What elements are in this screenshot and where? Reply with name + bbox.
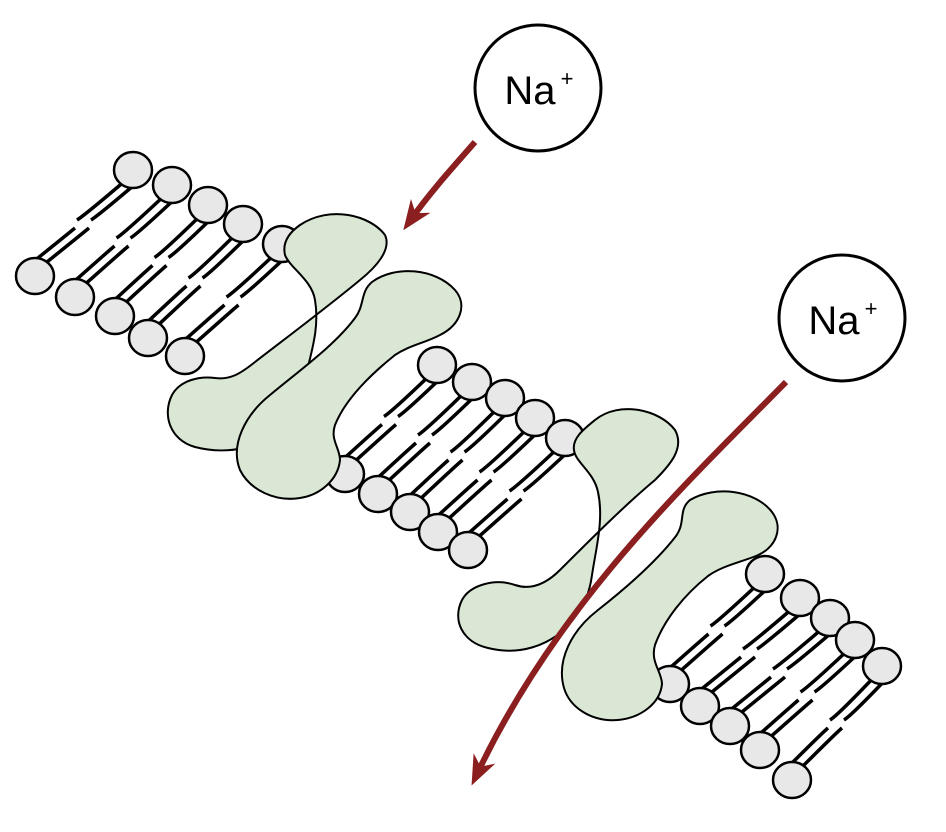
lipid-tail [751, 648, 850, 742]
channel-protein-right-subunit-a [457, 408, 680, 652]
lipid-head [222, 204, 264, 244]
lipid-tail [783, 674, 877, 772]
channel-protein-left-subunit-a [166, 213, 388, 452]
lipid-head [417, 512, 459, 552]
lipid-head [451, 362, 493, 402]
lipid-tail [797, 674, 891, 772]
lipid-head [861, 646, 903, 686]
lipid-head [151, 165, 193, 205]
lipid-head [514, 398, 556, 438]
lipid-head [127, 318, 169, 358]
lipid-head [187, 185, 229, 225]
ion-charge: + [865, 296, 878, 321]
lipid-tail [675, 582, 774, 676]
lipid-head [389, 492, 431, 532]
lipid-head [94, 296, 136, 336]
lipid-tail [26, 178, 128, 268]
lipid-head [14, 256, 56, 296]
ion-circle [777, 253, 907, 383]
lipid-tail [153, 232, 252, 330]
lipid-head [809, 598, 851, 638]
lipid-tail [176, 252, 277, 348]
lipid-tail [120, 213, 217, 308]
lipid-head [834, 620, 876, 660]
lipid-head [416, 345, 458, 385]
lipid-head [679, 686, 721, 726]
transport-arrows [403, 140, 789, 786]
channel-protein-left-subunit-b [235, 270, 463, 500]
arrow-through-channel [471, 379, 789, 786]
lipid-tail [190, 252, 291, 348]
sodium-ion-right: Na + [777, 253, 907, 383]
lipid-head [112, 150, 154, 190]
lipid-head [447, 530, 489, 570]
lipid-head [484, 378, 526, 418]
channel-protein-left [166, 213, 463, 500]
lipid-tail [66, 193, 167, 289]
arrow-approach [403, 140, 478, 231]
lipid-heads [14, 150, 903, 800]
lipid-head [357, 474, 399, 514]
lipid-head [54, 277, 96, 317]
lipid-tail [80, 193, 181, 289]
lipid-head [744, 554, 786, 594]
lipid-tails [26, 178, 891, 772]
ion-charge: + [561, 66, 574, 91]
channel-protein-right [457, 408, 779, 722]
ion-symbol: Na [504, 69, 556, 113]
sodium-ion-top: Na + [473, 23, 603, 153]
lipid-tail [106, 213, 203, 308]
ion-symbol: Na [808, 299, 860, 343]
lipid-tail [139, 232, 238, 330]
lipid-tail [40, 178, 142, 268]
lipid-head [709, 706, 751, 746]
lipid-head [164, 336, 206, 376]
lipid-head [739, 730, 781, 770]
lipid-head [779, 578, 821, 618]
channel-protein-right-subunit-b [560, 490, 779, 722]
lipid-tail [350, 373, 446, 466]
ion-circle [473, 23, 603, 153]
lipid-head [771, 760, 813, 800]
